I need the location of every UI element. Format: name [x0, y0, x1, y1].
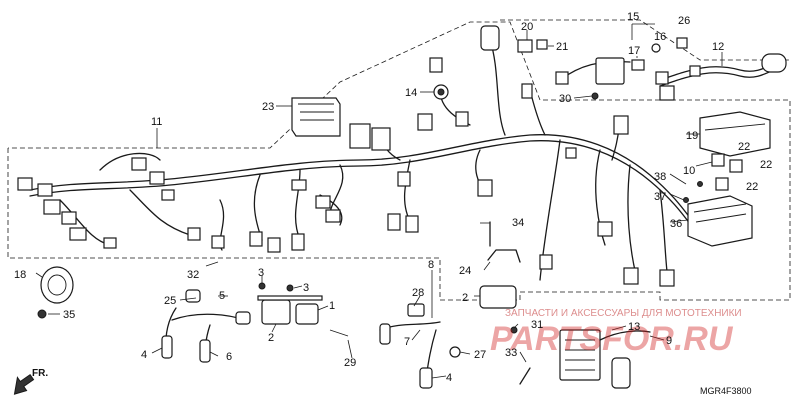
coil-2-bracket-24 [379, 221, 521, 389]
callout-20: 20 [521, 21, 533, 33]
callout-13: 13 [628, 321, 640, 333]
component-15-group [555, 37, 688, 100]
callout-8: 8 [428, 259, 434, 271]
front-indicator: FR. [32, 368, 48, 379]
callout-12: 12 [712, 41, 724, 53]
callout-6: 6 [226, 351, 232, 363]
callout-35: 35 [63, 309, 75, 321]
callout-9: 9 [666, 335, 672, 347]
callout-14: 14 [405, 87, 417, 99]
callout-32: 32 [187, 269, 199, 281]
callout-3: 3 [258, 267, 264, 279]
callout-21: 21 [556, 41, 568, 53]
regulator-9 [510, 326, 651, 389]
callout-4: 4 [141, 349, 147, 361]
plug-leads-4-6 [161, 289, 251, 363]
callout-11: 11 [151, 116, 162, 128]
callout-36: 36 [670, 218, 682, 230]
front-arrow-icon: FR. [13, 368, 48, 395]
callout-22a: 22 [738, 141, 750, 153]
callout-18: 18 [14, 269, 26, 281]
callout-15: 15 [627, 11, 639, 23]
sub-harness-12 [655, 53, 787, 101]
drawing-code: MGR4F3800 [700, 386, 752, 396]
callout-labels: 1 2 2 3 3 4 4 5 6 7 8 9 10 11 12 13 14 1… [14, 11, 772, 384]
callout-23: 23 [262, 101, 274, 113]
leader-lines [35, 23, 723, 379]
callout-16: 16 [654, 31, 666, 43]
fuse-block-23 [291, 97, 341, 137]
callout-3b: 3 [303, 282, 309, 294]
callout-1: 1 [329, 300, 335, 312]
callout-24: 24 [459, 265, 471, 277]
main-wire-harness [17, 39, 701, 287]
component-20-21 [480, 25, 548, 53]
relays-22 [711, 153, 743, 191]
callout-34: 34 [512, 217, 524, 229]
callout-5: 5 [219, 290, 225, 302]
control-unit-19 [699, 111, 771, 157]
callout-22c: 22 [746, 181, 758, 193]
connector-cluster [349, 84, 449, 151]
watermark: ЗАПЧАСТИ И АКСЕССУАРЫ ДЛЯ МОТОТЕХНИКИ PA… [490, 308, 742, 358]
callout-4b: 4 [446, 372, 452, 384]
horn-18 [37, 266, 74, 319]
callout-26: 26 [678, 15, 690, 27]
callout-22b: 22 [760, 159, 772, 171]
callout-28: 28 [412, 287, 424, 299]
watermark-caption: ЗАПЧАСТИ И АКСЕССУАРЫ ДЛЯ МОТОТЕХНИКИ [505, 308, 742, 319]
callout-27: 27 [474, 349, 486, 361]
callout-2b: 2 [462, 292, 468, 304]
watermark-brand: PARTSFOR.RU [490, 320, 734, 358]
callout-30: 30 [559, 93, 571, 105]
harness-group-outline [7, 19, 791, 301]
callout-29: 29 [344, 357, 356, 369]
callout-19: 19 [686, 130, 698, 142]
callout-38: 38 [654, 171, 666, 183]
callout-2: 2 [268, 332, 274, 344]
ignition-coil-1 [257, 282, 349, 337]
callout-25: 25 [164, 295, 176, 307]
callout-33: 33 [505, 347, 517, 359]
callout-17: 17 [628, 45, 640, 57]
callout-37: 37 [654, 191, 666, 203]
callout-7: 7 [404, 336, 410, 348]
fuse-box-36 [683, 181, 753, 247]
callout-31: 31 [531, 319, 543, 331]
callout-10: 10 [683, 165, 695, 177]
